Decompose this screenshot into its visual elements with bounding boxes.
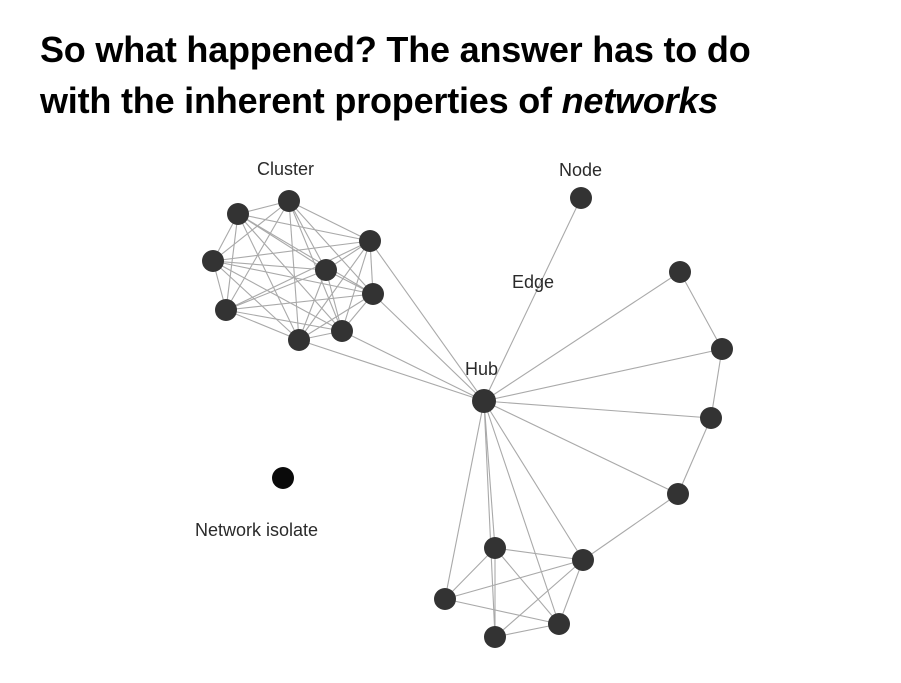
edge-c5-c7 bbox=[225, 269, 327, 311]
edge-c3-c8 bbox=[298, 240, 371, 341]
node-layer bbox=[202, 187, 733, 648]
label-hub: Hub bbox=[465, 359, 498, 379]
edge-hub-node_top bbox=[483, 197, 582, 402]
edge-c1-c9 bbox=[237, 213, 343, 332]
node-c7 bbox=[215, 299, 237, 321]
edge-c2-c8 bbox=[288, 200, 300, 341]
edge-hub-r5 bbox=[483, 400, 584, 561]
edge-c2-c4 bbox=[212, 200, 290, 262]
node-c4 bbox=[202, 250, 224, 272]
node-c8 bbox=[288, 329, 310, 351]
headline-line-1: So what happened? The answer has to do bbox=[40, 29, 751, 70]
edge-c2-c3 bbox=[288, 200, 371, 242]
node-b2 bbox=[434, 588, 456, 610]
node-c1 bbox=[227, 203, 249, 225]
node-c3 bbox=[359, 230, 381, 252]
edge-c1-c5 bbox=[237, 213, 327, 271]
label-edge: Edge bbox=[512, 272, 554, 292]
label-network-isolate: Network isolate bbox=[195, 520, 318, 540]
edge-c2-c9 bbox=[288, 200, 343, 332]
edge-hub-c9 bbox=[341, 330, 485, 402]
edge-c7-c8 bbox=[225, 309, 300, 341]
headline-line-2: with the inherent properties of networks bbox=[40, 75, 890, 126]
edge-c4-c9 bbox=[212, 260, 343, 332]
edge-b1-r5 bbox=[494, 547, 584, 561]
edge-hub-b4 bbox=[483, 400, 496, 638]
edge-c6-c8 bbox=[298, 293, 374, 341]
node-b4 bbox=[484, 626, 506, 648]
edge-c3-c7 bbox=[225, 240, 371, 311]
node-r1 bbox=[669, 261, 691, 283]
edge-hub-b2 bbox=[444, 400, 485, 600]
edge-r4-r5 bbox=[582, 493, 679, 561]
edge-r2-r3 bbox=[710, 348, 723, 419]
node-hub bbox=[472, 389, 496, 413]
edge-c4-c8 bbox=[212, 260, 300, 341]
edge-r1-r2 bbox=[679, 271, 723, 350]
edge-b1-b2 bbox=[444, 547, 496, 600]
node-c9 bbox=[331, 320, 353, 342]
edge-b2-b3 bbox=[444, 598, 560, 625]
edge-r3-r4 bbox=[677, 417, 712, 495]
label-node: Node bbox=[559, 160, 602, 180]
edge-hub-r2 bbox=[483, 348, 723, 402]
node-b1 bbox=[484, 537, 506, 559]
edge-hub-b3 bbox=[483, 400, 560, 625]
edge-c4-c6 bbox=[212, 260, 374, 295]
edge-layer bbox=[212, 197, 723, 638]
headline: So what happened? The answer has to do w… bbox=[40, 24, 890, 126]
node-b3 bbox=[548, 613, 570, 635]
node-r5 bbox=[572, 549, 594, 571]
edge-b4-r5 bbox=[494, 559, 584, 638]
edge-hub-r4 bbox=[483, 400, 679, 495]
node-r2 bbox=[711, 338, 733, 360]
node-c2 bbox=[278, 190, 300, 212]
edge-c1-c8 bbox=[237, 213, 300, 341]
edge-b1-b3 bbox=[494, 547, 560, 625]
edge-hub-b1 bbox=[483, 400, 496, 549]
edge-c2-c6 bbox=[288, 200, 374, 295]
edge-c4-c5 bbox=[212, 260, 327, 271]
edge-hub-c3 bbox=[369, 240, 485, 402]
edge-hub-r3 bbox=[483, 400, 712, 419]
node-r3 bbox=[700, 407, 722, 429]
edge-c2-c5 bbox=[288, 200, 327, 271]
edge-c6-c7 bbox=[225, 293, 374, 311]
node-c6 bbox=[362, 283, 384, 305]
edge-hub-r1 bbox=[483, 271, 681, 402]
edge-c3-c4 bbox=[212, 240, 371, 262]
node-c5 bbox=[315, 259, 337, 281]
edge-c1-c6 bbox=[237, 213, 374, 295]
edge-c7-c9 bbox=[225, 309, 343, 332]
node-node-top bbox=[570, 187, 592, 209]
edge-hub-c6 bbox=[372, 293, 485, 402]
label-layer: Cluster Node Edge Hub Network isolate bbox=[195, 159, 602, 540]
edge-c5-c8 bbox=[298, 269, 327, 341]
edge-hub-c8 bbox=[298, 339, 485, 402]
edge-b2-r5 bbox=[444, 559, 584, 600]
edge-b3-r5 bbox=[558, 559, 584, 625]
label-cluster: Cluster bbox=[257, 159, 314, 179]
edge-c3-c9 bbox=[341, 240, 371, 332]
node-isolate bbox=[272, 467, 294, 489]
node-r4 bbox=[667, 483, 689, 505]
headline-emphasis: networks bbox=[561, 80, 719, 121]
headline-line-2-text: with the inherent properties of bbox=[40, 80, 562, 121]
edge-c1-c3 bbox=[237, 213, 371, 242]
